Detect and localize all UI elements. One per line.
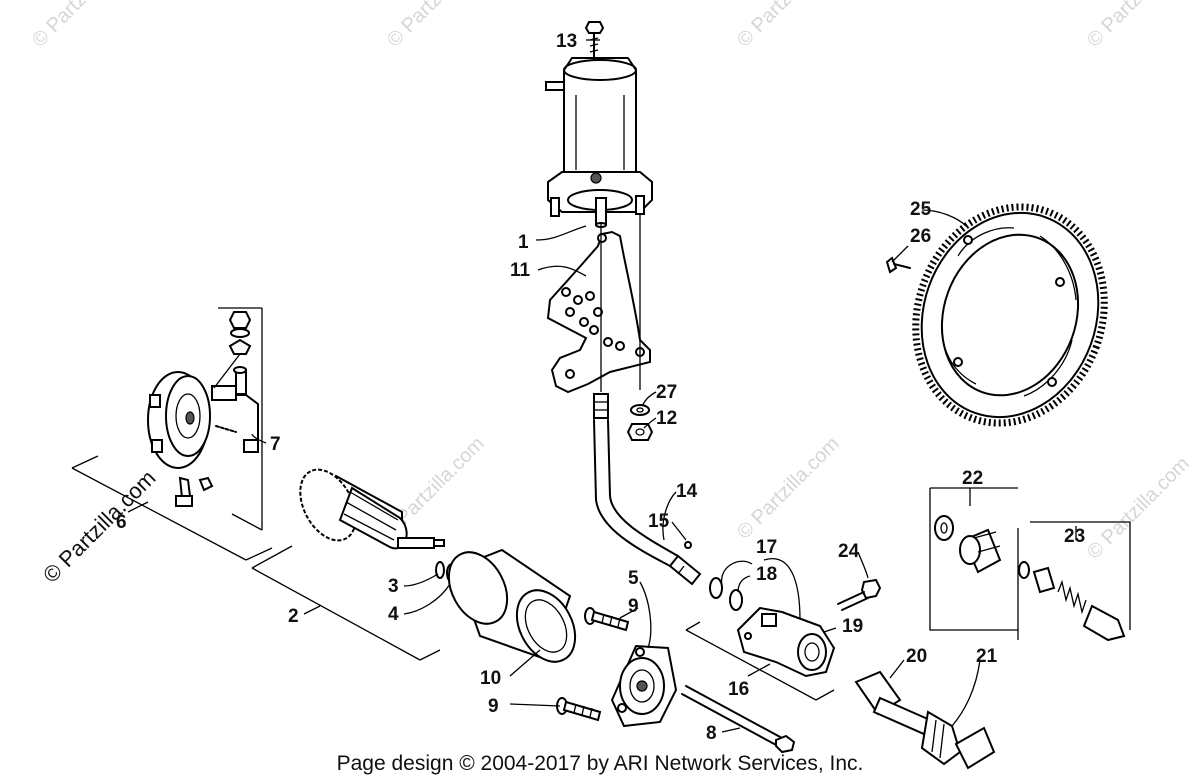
- callout-2: 2: [288, 606, 299, 627]
- callout-17: 17: [756, 537, 777, 558]
- callout-8: 8: [706, 723, 717, 744]
- hose: [593, 393, 702, 586]
- callout-20: 20: [906, 646, 927, 667]
- washer: [630, 404, 650, 416]
- watermark: © Partzilla.com: [733, 433, 844, 544]
- o-ring: [729, 589, 743, 611]
- callout-27: 27: [656, 382, 677, 403]
- group-bracket: [71, 455, 99, 469]
- starter-motor-assembly: [545, 21, 653, 228]
- group-bracket: [815, 689, 835, 701]
- through-bolt: [681, 685, 796, 754]
- callout-14: 14: [676, 481, 698, 502]
- callout-10: 10: [480, 668, 501, 689]
- group-bracket: [71, 467, 247, 561]
- callout-12: 12: [656, 408, 677, 429]
- mounting-bracket: [546, 230, 651, 394]
- page-footer: Page design © 2004-2017 by ARI Network S…: [336, 752, 864, 775]
- group-bracket: [251, 567, 421, 661]
- callout-labels: 13 1 11 27 12 7 6 2 3 4 10 5 9 9 8 14 15…: [116, 31, 1085, 744]
- callout-15: 15: [648, 511, 670, 532]
- o-ring: [709, 577, 723, 599]
- callout-26: 26: [910, 226, 931, 247]
- washer: [435, 561, 445, 579]
- callout-24: 24: [838, 541, 860, 562]
- watermark: © Partz: [733, 0, 796, 52]
- watermark: © Partz: [28, 0, 91, 52]
- yoke-housing: [447, 548, 577, 663]
- callout-23: 23: [1064, 526, 1085, 547]
- callout-9: 9: [628, 596, 639, 617]
- overrunning-clutch-group: [929, 487, 1131, 642]
- drive-end-cover: [610, 644, 678, 728]
- group-bracket: [245, 547, 273, 561]
- callout-1: 1: [518, 232, 529, 253]
- callout-19: 19: [842, 616, 863, 637]
- armature: [299, 468, 445, 550]
- leader-lines: [127, 39, 1077, 733]
- ring-gear-screw: [885, 256, 911, 274]
- callout-18: 18: [756, 564, 777, 585]
- callout-5: 5: [628, 568, 639, 589]
- clutch-housing: [736, 606, 836, 678]
- callout-22: 22: [962, 468, 983, 489]
- watermark: © Partzilla.com: [1083, 453, 1194, 564]
- callout-4: 4: [388, 604, 399, 625]
- callout-3: 3: [388, 576, 399, 597]
- pinion-shaft: [854, 670, 996, 770]
- watermark: © Partz: [1083, 0, 1146, 52]
- callout-6: 6: [116, 512, 127, 533]
- ring-gear: [912, 203, 1108, 427]
- terminal-nut-stack: [213, 307, 263, 531]
- group-bracket: [251, 545, 293, 569]
- callout-21: 21: [976, 646, 998, 667]
- callout-9: 9: [488, 696, 499, 717]
- group-bracket: [685, 629, 817, 701]
- group-bracket: [685, 621, 701, 631]
- end-cover: [147, 366, 259, 507]
- housing-bolt: [837, 578, 882, 611]
- callout-7: 7: [270, 434, 281, 455]
- nut: [626, 423, 654, 441]
- group-bracket: [419, 649, 441, 661]
- callout-16: 16: [728, 679, 749, 700]
- callout-13: 13: [556, 31, 577, 52]
- cover-screw: [556, 697, 602, 722]
- watermark: © Partz: [383, 0, 446, 52]
- cover-screw: [584, 607, 630, 632]
- callout-11: 11: [510, 260, 531, 281]
- callout-25: 25: [910, 199, 932, 220]
